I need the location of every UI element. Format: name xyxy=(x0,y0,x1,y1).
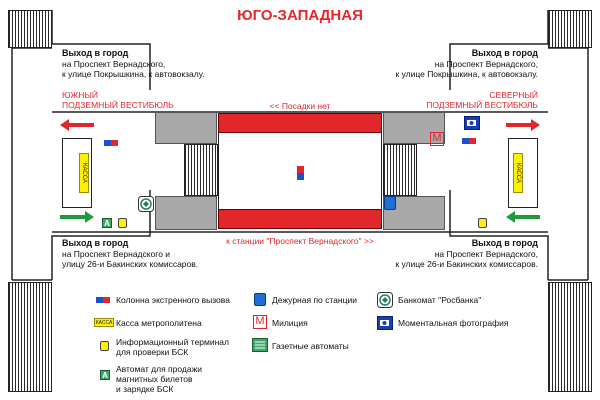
south-vestibule-label: ЮЖНЫЙ ПОДЗЕМНЫЙ ВЕСТИБЮЛЬ xyxy=(62,90,202,110)
exit-bottom-left: Выход в город на Проспект Вернадского и … xyxy=(62,238,262,270)
exit-heading: Выход в город xyxy=(471,48,538,58)
emergency-call-column-icon xyxy=(297,166,304,180)
legend-line: магнитных билетов xyxy=(116,374,193,384)
info-terminal-icon xyxy=(478,218,487,228)
kassa-label: КАССА xyxy=(81,163,87,183)
escalator-top-right-grey xyxy=(383,112,445,144)
vestibule-line: ЮЖНЫЙ xyxy=(62,90,99,100)
ticket-office-icon: КАССА xyxy=(94,318,114,327)
ticket-machine-icon: A xyxy=(100,370,110,380)
exit-line: к улице 26-и Бакинских комиссаров. xyxy=(395,259,538,269)
exit-heading: Выход в город xyxy=(62,48,129,58)
escalator-bottom-left-grey xyxy=(155,196,217,230)
exit-heading: Выход в город xyxy=(471,238,538,248)
legend-label: Моментальная фотография xyxy=(398,318,509,328)
escalator-right-stairs xyxy=(383,144,417,196)
police-icon: М xyxy=(253,315,267,329)
escalator-left-stairs xyxy=(184,144,218,196)
exit-line: на Проспект Вернадского, xyxy=(434,248,538,259)
central-platform xyxy=(218,133,382,209)
escalator-top-left-grey xyxy=(155,112,217,144)
exit-heading: Выход в город xyxy=(62,238,129,248)
legend-line: и зарядке БСК xyxy=(116,384,174,394)
emergency-call-column-icon xyxy=(104,140,118,146)
exit-bottom-right: Выход в город на Проспект Вернадского, к… xyxy=(338,238,538,270)
police-icon: М xyxy=(430,132,444,146)
ticket-office-icon: КАССА xyxy=(79,153,89,193)
vestibule-line: СЕВЕРНЫЙ xyxy=(489,90,538,100)
newspaper-machine-icon xyxy=(252,338,268,352)
station-title: ЮГО-ЗАПАДНАЯ xyxy=(237,7,363,24)
bottom-track-label: к станции "Проспект Вернадского" >> xyxy=(226,236,374,246)
exit-arrow-icon xyxy=(60,119,94,131)
emergency-call-column-icon xyxy=(462,138,476,144)
legend-label: Касса метрополитена xyxy=(116,318,202,328)
right-top-stairs xyxy=(548,10,592,48)
exit-line: к улице Покрышкина, к автовокзалу. xyxy=(395,69,538,79)
legend-label: Колонна экстренного вызова xyxy=(116,295,230,305)
legend-label: Дежурная по станции xyxy=(272,295,357,305)
station-attendant-icon xyxy=(254,293,266,306)
exit-top-left: Выход в город на Проспект Вернадского, к… xyxy=(62,48,242,80)
legend-label: Газетные автоматы xyxy=(272,341,349,351)
exit-line: улицу 26-и Бакинских комиссаров. xyxy=(62,259,199,269)
vestibule-line: ПОДЗЕМНЫЙ ВЕСТИБЮЛЬ xyxy=(62,100,174,110)
exit-top-right: Выход в город на Проспект Вернадского, к… xyxy=(358,48,538,80)
emergency-call-column-icon xyxy=(96,297,110,303)
photo-booth-icon xyxy=(464,116,480,130)
atm-icon xyxy=(138,196,154,212)
top-track-label: << Посадки нет xyxy=(269,101,331,111)
legend-label-multiline: Автомат для продажи магнитных билетов и … xyxy=(116,364,202,394)
vestibule-line: ПОДЗЕМНЫЙ ВЕСТИБЮЛЬ xyxy=(426,100,538,110)
legend-line: Автомат для продажи xyxy=(116,364,203,374)
left-bottom-stairs xyxy=(8,282,52,392)
exit-line: на Проспект Вернадского и xyxy=(62,248,171,259)
kassa-label: КАССА xyxy=(515,163,521,183)
legend-label: Банкомат "Росбанка" xyxy=(398,295,482,305)
top-track xyxy=(218,113,382,133)
exit-line: к улице Покрышкина, к автовокзалу. xyxy=(62,69,205,79)
station-attendant-icon xyxy=(384,196,396,210)
entry-arrow-icon xyxy=(60,211,94,223)
ticket-office-left: КАССА xyxy=(62,138,92,208)
legend-line: Информационный терминал xyxy=(116,337,229,347)
ticket-office-icon: КАССА xyxy=(513,153,523,193)
entry-arrow-icon xyxy=(506,211,540,223)
legend-line: для проверки БСК xyxy=(116,347,189,357)
north-vestibule-label: СЕВЕРНЫЙ ПОДЗЕМНЫЙ ВЕСТИБЮЛЬ xyxy=(398,90,538,110)
exit-line: на Проспект Вернадского, xyxy=(62,58,166,69)
exit-line: на Проспект Вернадского, xyxy=(434,58,538,69)
legend-label-multiline: Информационный терминал для проверки БСК xyxy=(116,337,229,357)
exit-arrow-icon xyxy=(506,119,540,131)
photo-booth-icon xyxy=(377,316,393,330)
ticket-machine-icon: A xyxy=(102,218,112,228)
ticket-office-right: КАССА xyxy=(508,138,538,208)
info-terminal-icon xyxy=(118,218,127,228)
bottom-track xyxy=(218,209,382,229)
right-bottom-stairs xyxy=(548,282,592,392)
info-terminal-icon xyxy=(100,341,109,351)
atm-icon xyxy=(377,292,393,308)
legend-label: Милиция xyxy=(272,318,308,328)
